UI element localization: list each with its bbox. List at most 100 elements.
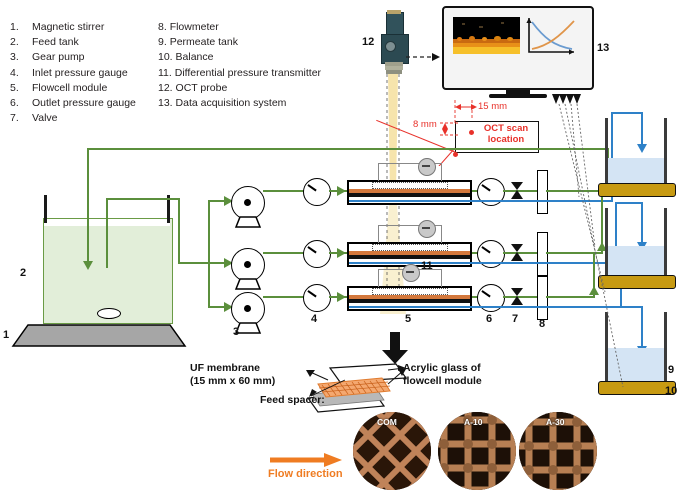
valve1-to-flowmeter: [526, 190, 544, 192]
callout-3: 3: [233, 326, 240, 338]
permeate-tank-3-wall-right: [664, 312, 667, 360]
legend-label: Outlet pressure gauge: [32, 97, 136, 110]
pump-discharge-1: [263, 190, 308, 192]
permeate-tank-2-fill: [608, 246, 664, 275]
pump-hub-3: [244, 305, 251, 312]
manifold-arrow-3: [224, 302, 233, 312]
flowmeter-3[interactable]: [537, 276, 548, 320]
probe-to-monitor-link: [406, 53, 440, 61]
manifold-branch-3: [208, 306, 230, 308]
inlet-pressure-gauge-1: [303, 178, 331, 206]
callout-1: 1: [3, 329, 10, 341]
flowmeter2-return: [546, 252, 603, 254]
legend-label: Permeate tank: [169, 36, 238, 49]
dp-transmitter-3: [402, 264, 420, 282]
dp-symbol-3: [406, 271, 414, 273]
callout-2: 2: [20, 267, 27, 279]
legend: 1.Magnetic stirrer 8. Flowmeter 2.Feed t…: [10, 20, 350, 126]
callout-4: 4: [311, 313, 318, 325]
feed-spacer-leader: [309, 379, 346, 397]
permeate-top-2: [615, 202, 643, 204]
permeate-line-3: [349, 306, 622, 308]
membrane-layer-3: [349, 299, 470, 303]
oct-scan-location-box: [455, 121, 539, 153]
pump-base-2: [234, 278, 262, 290]
manifold-branch-1: [208, 200, 230, 202]
callout-7: 7: [512, 313, 519, 325]
valve-3[interactable]: [508, 286, 526, 308]
feed-spacer-label: Feed spacer:: [260, 394, 325, 406]
uf-membrane-label: UF membrane (15 mm x 60 mm): [190, 362, 276, 387]
legend-number: 6.: [10, 97, 19, 110]
acrylic-leader-arrows: [387, 365, 406, 385]
monitor-stand: [506, 88, 530, 95]
spacer-image-a10: A-10: [438, 412, 516, 490]
oct-scan-anchor-point: [453, 152, 458, 157]
pump-hub-2: [244, 261, 251, 268]
callout-12: 12: [362, 36, 375, 48]
pump-discharge-3: [263, 296, 308, 298]
permeate-tank-3-wall-right-b: [664, 360, 667, 381]
legend-label: 10.: [158, 51, 173, 64]
manifold-arrow-1: [224, 196, 233, 206]
legend-label: 13.: [158, 97, 173, 110]
permeate-line-1: [349, 200, 613, 202]
acrylic-glass-label: Acrylic glass of flowcell module: [403, 362, 482, 387]
legend-label: 8.: [158, 21, 167, 33]
permeate-tank-1-fill: [608, 158, 664, 183]
spacer-image-a30: A-30: [519, 412, 597, 490]
legend-label: Feed tank: [32, 36, 79, 49]
legend-row: 2.Feed tank 9. Permeate tank: [10, 35, 350, 50]
callout-9: 9: [668, 364, 675, 376]
permeate-riser-1: [611, 112, 613, 202]
legend-label: 11.: [158, 66, 172, 79]
pump-manifold: [208, 200, 210, 308]
return-drop-pipe: [87, 148, 89, 264]
legend-row: 4. Inlet pressure gauge 11. Differential …: [10, 66, 350, 81]
flowmeter-2[interactable]: [537, 232, 548, 276]
dp-bracket-2: [378, 225, 442, 243]
probe-connector: [387, 10, 401, 14]
pump-discharge-2: [263, 252, 308, 254]
legend-label: Differential pressure transmitter: [174, 66, 322, 79]
probe-collar-3: [386, 70, 402, 74]
width-dimension-label: 15 mm: [478, 101, 508, 112]
pump-base-1: [234, 216, 262, 228]
feed-spacer-layer-3: [349, 295, 470, 299]
balance-1: [598, 183, 676, 197]
flowmeter3-return: [546, 296, 595, 298]
permeate-tank-2-wall-right-b: [664, 256, 667, 275]
valve-2[interactable]: [508, 242, 526, 264]
return-arrow-3: [589, 286, 599, 295]
membrane-layer-2: [349, 255, 470, 259]
return-riser-2: [601, 192, 603, 254]
legend-label: 12.: [158, 81, 173, 94]
legend-number: 1.: [10, 21, 19, 33]
spacer-label-com: COM: [377, 417, 397, 427]
legend-number: 4.: [10, 66, 19, 79]
suction-riser: [178, 198, 180, 264]
legend-label: Inlet pressure gauge: [32, 66, 128, 79]
legend-row: 7.Valve: [10, 111, 350, 126]
balance-2: [598, 275, 676, 289]
inlet-pressure-gauge-3: [303, 284, 331, 312]
legend-label: Balance: [175, 51, 214, 64]
legend-label: Gear pump: [32, 51, 85, 64]
inlet-arrow-1: [337, 186, 346, 196]
suction-to-manifold: [178, 262, 210, 264]
permeate-tank-1-wall-right: [664, 118, 667, 166]
legend-label: Flowcell module: [32, 81, 108, 94]
feed-spacer-layer-1: [349, 189, 470, 193]
dp-symbol-1: [422, 165, 430, 167]
valve-1[interactable]: [508, 180, 526, 202]
spacer-label-a10: A-10: [464, 417, 483, 427]
permeate-drop-3: [641, 306, 643, 348]
flowmeter-1[interactable]: [537, 170, 548, 214]
permeate-arrow-1: [637, 144, 647, 153]
permeability-pressure-chart: [526, 18, 575, 55]
permeate-tank-3-fill: [608, 348, 664, 381]
callout-13: 13: [597, 42, 610, 54]
permeate-top-1: [611, 112, 643, 114]
pump-base-3: [234, 322, 262, 334]
